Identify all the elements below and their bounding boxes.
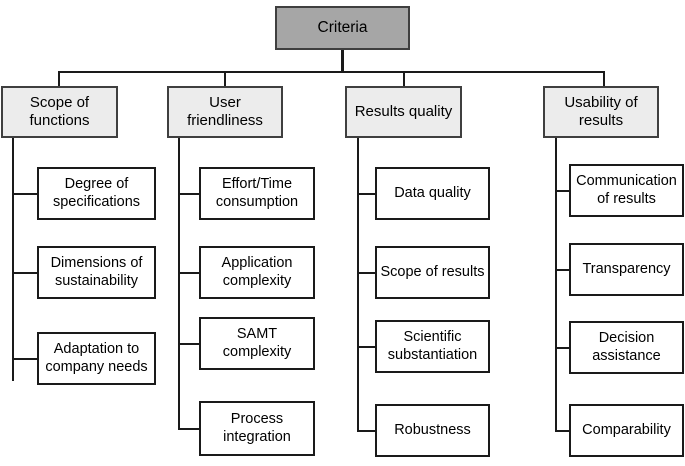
connector-stub-1-3 xyxy=(12,358,38,360)
node-scope-of-functions[interactable]: Scope of functions xyxy=(1,86,118,138)
node-adaptation-to-company-needs[interactable]: Adaptation to company needs xyxy=(37,332,156,385)
node-scope-of-results-label: Scope of results xyxy=(380,263,485,280)
node-user-friendliness[interactable]: User friendliness xyxy=(167,86,283,138)
node-decision-assistance-label: Decision assistance xyxy=(592,330,661,364)
node-scientific-substantiation[interactable]: Scientific substantiation xyxy=(375,320,490,373)
connector-stub-2-3 xyxy=(178,343,200,345)
connector-stub-3-2 xyxy=(357,272,376,274)
connector-stub-4-4 xyxy=(555,430,571,432)
node-results-quality-label: Results quality xyxy=(354,103,453,121)
node-transparency-label: Transparency xyxy=(582,260,671,277)
node-comparability[interactable]: Comparability xyxy=(569,404,684,457)
node-scientific-substantiation-label: Scientific substantiation xyxy=(387,329,478,363)
node-robustness-label: Robustness xyxy=(394,421,471,438)
connector-stub-3-4 xyxy=(357,430,376,432)
connector-stub-1-1 xyxy=(12,193,38,195)
connector-stub-1-2 xyxy=(12,272,38,274)
connector-drop-branch-4 xyxy=(603,71,605,87)
connector-stub-3-3 xyxy=(357,346,376,348)
connector-trunk-branch-3 xyxy=(357,138,359,432)
node-usability-of-results[interactable]: Usability of results xyxy=(543,86,659,138)
connector-trunk-branch-1 xyxy=(12,138,14,381)
connector-drop-branch-3 xyxy=(403,71,405,87)
node-samt-complexity[interactable]: SAMT complexity xyxy=(199,317,315,370)
connector-stub-4-1 xyxy=(555,190,571,192)
connector-drop-branch-2 xyxy=(224,71,226,87)
node-criteria[interactable]: Criteria xyxy=(275,6,410,50)
node-adaptation-to-company-needs-label: Adaptation to company needs xyxy=(45,341,148,375)
node-decision-assistance[interactable]: Decision assistance xyxy=(569,321,684,374)
node-usability-of-results-label: Usability of results xyxy=(564,94,638,129)
node-data-quality[interactable]: Data quality xyxy=(375,167,490,220)
connector-drop-branch-1 xyxy=(58,71,60,87)
connector-level2-bus xyxy=(58,71,605,73)
node-robustness[interactable]: Robustness xyxy=(375,404,490,457)
connector-stub-4-3 xyxy=(555,347,571,349)
node-process-integration-label: Process integration xyxy=(223,411,291,445)
node-dimensions-of-sustainability-label: Dimensions of sustainability xyxy=(50,255,143,289)
connector-stub-3-1 xyxy=(357,193,376,195)
connector-trunk-branch-4 xyxy=(555,138,557,432)
node-transparency[interactable]: Transparency xyxy=(569,243,684,296)
node-comparability-label: Comparability xyxy=(582,421,671,438)
node-degree-of-specifications-label: Degree of specifications xyxy=(52,176,141,210)
node-data-quality-label: Data quality xyxy=(394,184,471,201)
node-effort-time-consumption-label: Effort/Time consumption xyxy=(215,176,299,210)
connector-stub-2-1 xyxy=(178,193,200,195)
node-dimensions-of-sustainability[interactable]: Dimensions of sustainability xyxy=(37,246,156,299)
node-scope-of-results[interactable]: Scope of results xyxy=(375,246,490,299)
node-process-integration[interactable]: Process integration xyxy=(199,401,315,456)
node-effort-time-consumption[interactable]: Effort/Time consumption xyxy=(199,167,315,220)
node-degree-of-specifications[interactable]: Degree of specifications xyxy=(37,167,156,220)
node-communication-of-results-label: Communication of results xyxy=(576,173,677,207)
connector-root-stem xyxy=(341,48,344,72)
node-scope-of-functions-label: Scope of functions xyxy=(29,94,90,129)
connector-stub-2-2 xyxy=(178,272,200,274)
node-criteria-label: Criteria xyxy=(317,18,368,36)
connector-trunk-branch-2 xyxy=(178,138,180,430)
node-communication-of-results[interactable]: Communication of results xyxy=(569,164,684,217)
connector-stub-4-2 xyxy=(555,269,571,271)
node-results-quality[interactable]: Results quality xyxy=(345,86,462,138)
node-application-complexity-label: Application complexity xyxy=(221,255,293,289)
node-samt-complexity-label: SAMT complexity xyxy=(222,326,292,360)
node-application-complexity[interactable]: Application complexity xyxy=(199,246,315,299)
node-user-friendliness-label: User friendliness xyxy=(187,94,263,129)
connector-stub-2-4 xyxy=(178,428,200,430)
